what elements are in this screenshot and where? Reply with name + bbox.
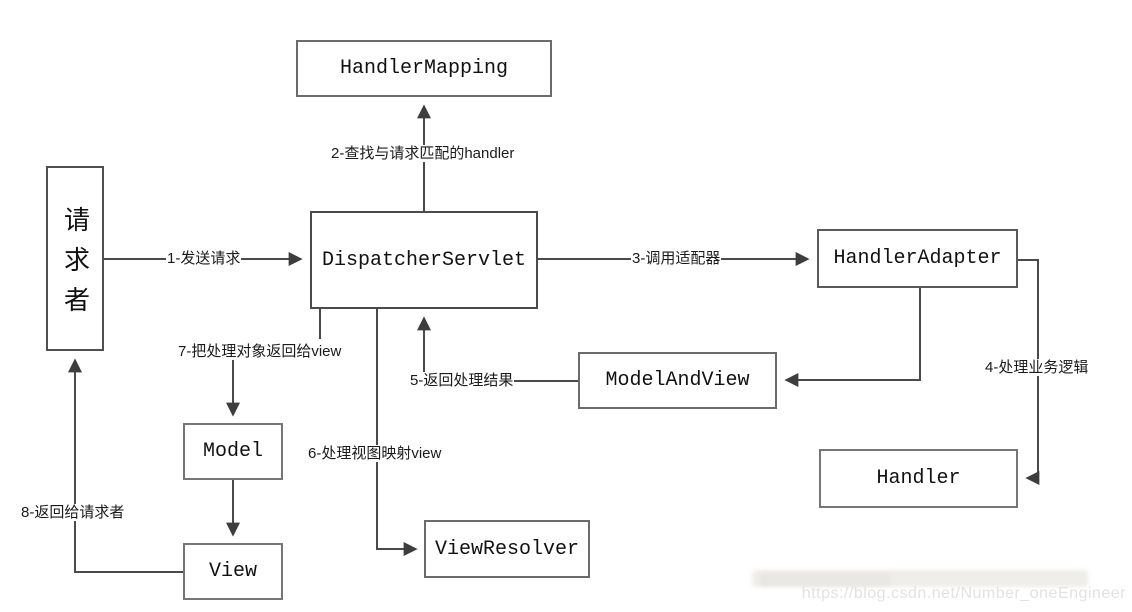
node-view: View — [183, 543, 283, 600]
node-handler-mapping: HandlerMapping — [296, 40, 552, 97]
edge-1-label: 1-发送请求 — [166, 250, 242, 267]
edge-4-label: 4-处理业务逻辑 — [984, 359, 1090, 376]
node-view-resolver-label: ViewResolver — [434, 537, 580, 561]
node-handler-adapter-label: HandlerAdapter — [833, 247, 1002, 270]
node-requester-label: 请求者 — [60, 205, 90, 326]
edge-7-label: 7-把处理对象返回给view — [177, 343, 343, 360]
edge-6-line — [376, 309, 418, 556]
watermark-url: https://blog.csdn.net/Number_oneEngineer — [801, 585, 1126, 602]
edge-2-label: 2-查找与请求匹配的handler — [330, 145, 516, 162]
edge-adapter-to-mav-line — [784, 288, 921, 387]
edge-3-label: 3-调用适配器 — [631, 250, 722, 267]
watermark-smudge-dark — [760, 573, 890, 586]
node-handler-label: Handler — [876, 467, 961, 490]
node-model: Model — [183, 423, 283, 480]
node-handler-adapter: HandlerAdapter — [817, 229, 1018, 288]
edge-6-label: 6-处理视图映射view — [307, 445, 443, 462]
node-model-and-view-label: ModelAndView — [605, 369, 750, 392]
node-model-label: Model — [202, 440, 263, 463]
edge-8-label: 8-返回给请求者 — [20, 504, 126, 521]
node-requester: 请求者 — [46, 166, 104, 351]
node-view-resolver: ViewResolver — [424, 520, 590, 578]
node-dispatcher-servlet-label: DispatcherServlet — [321, 248, 527, 272]
node-handler-mapping-label: HandlerMapping — [339, 57, 509, 80]
edge-5-label: 5-返回处理结果 — [409, 372, 515, 389]
edge-8-line — [68, 358, 183, 573]
node-view-label: View — [208, 560, 257, 583]
node-dispatcher-servlet: DispatcherServlet — [310, 211, 538, 309]
node-handler: Handler — [819, 449, 1018, 508]
node-model-and-view: ModelAndView — [578, 352, 777, 409]
